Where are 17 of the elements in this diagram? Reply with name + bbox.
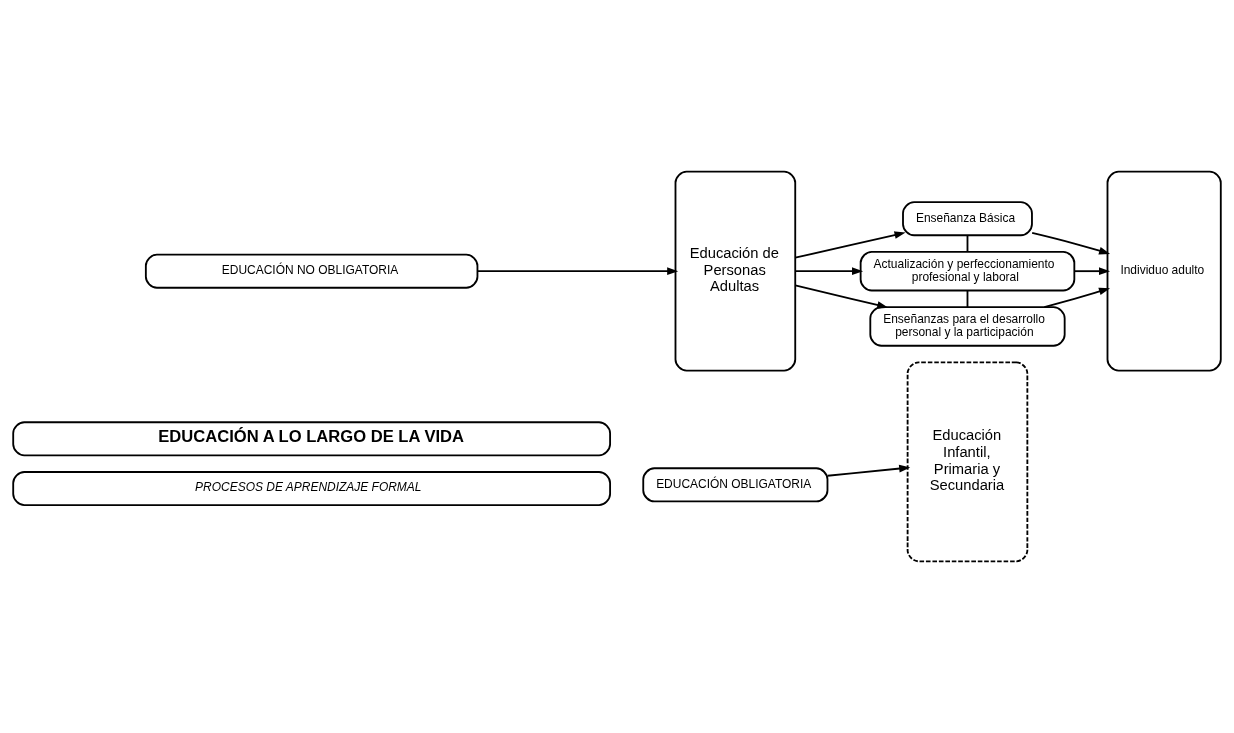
node-box: Educación Infantil, Primaria y Secundaria	[906, 361, 1029, 563]
arrow	[794, 284, 889, 309]
node-box: EDUCACIÓN NO OBLIGATORIA	[144, 253, 479, 289]
node-box: Educación de Personas Adultas	[674, 170, 797, 372]
node-box: Enseñanza Básica	[902, 201, 1033, 237]
node-box: EDUCACIÓN A LO LARGO DE LA VIDA	[12, 421, 611, 457]
arrow	[826, 464, 911, 477]
arrow	[794, 267, 864, 276]
arrow	[1031, 231, 1111, 255]
node-box: PROCESOS DE APRENDIZAJE FORMAL	[12, 471, 611, 507]
node-box: Actualización y perfeccionamiento profesional y laboral	[859, 250, 1076, 292]
arrow	[476, 267, 679, 276]
arrow	[794, 231, 906, 259]
node-box: EDUCACIÓN OBLIGATORIA	[642, 467, 829, 503]
node-box: Enseñanzas para el desarrollo personal y la participación	[869, 306, 1066, 347]
node-box: Individuo adulto	[1106, 170, 1222, 372]
arrow	[1073, 267, 1111, 276]
